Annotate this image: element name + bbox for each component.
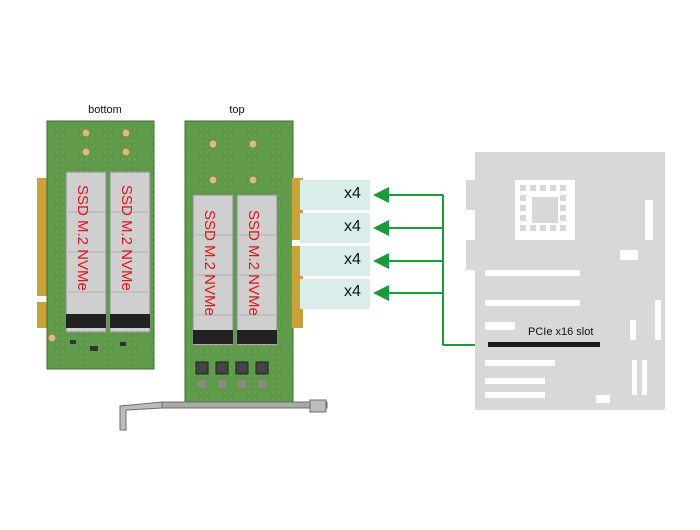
lane-band-4 [300, 279, 370, 309]
lane-label-4: x4 [344, 283, 361, 300]
pcie-x16-slot [488, 342, 600, 347]
ssd-slot-top-1 [192, 194, 234, 346]
lane-arrows [373, 187, 488, 346]
motherboard [466, 152, 665, 410]
ssd-slot-top-2 [236, 194, 278, 346]
bottom-card: SSD M.2 NVMe SSD M.2 NVMe [37, 120, 155, 370]
lane-label-3: x4 [344, 251, 361, 268]
ssd-label-top-2: SSD M.2 NVMe [245, 210, 262, 316]
ssd-label-bottom-2: SSD M.2 NVMe [118, 185, 135, 291]
ssd-label-bottom-1: SSD M.2 NVMe [74, 185, 91, 291]
pcie-slot-label: PCIe x16 slot [528, 326, 594, 338]
lane-band-3 [300, 246, 370, 276]
lane-band-2 [300, 213, 370, 243]
lane-label-1: x4 [344, 185, 361, 202]
top-card: SSD M.2 NVMe SSD M.2 NVMe [119, 120, 328, 431]
gold-fingers-top [292, 178, 303, 328]
gold-fingers [37, 178, 48, 328]
bracket [161, 401, 328, 409]
lane-band-1 [300, 180, 370, 210]
lane-label-2: x4 [344, 218, 361, 235]
top-label: top [229, 104, 245, 116]
lane-bands [300, 180, 370, 309]
ssd-label-top-1: SSD M.2 NVMe [201, 210, 218, 316]
bottom-label: bottom [88, 104, 122, 116]
